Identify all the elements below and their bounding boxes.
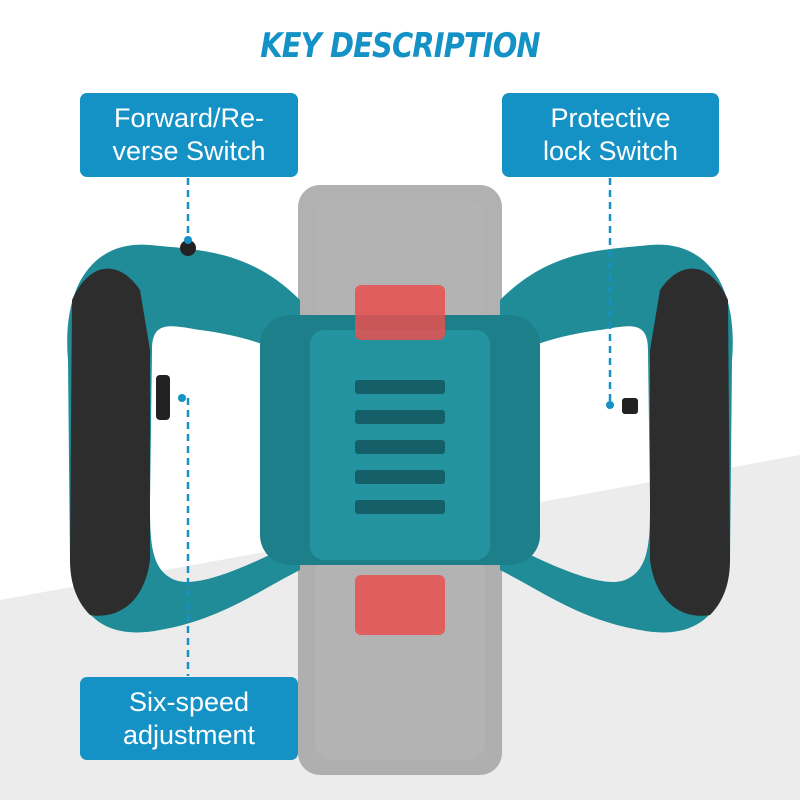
bottom-indicator	[355, 575, 445, 635]
left-grip	[70, 268, 150, 616]
callout-line: lock Switch	[542, 136, 679, 166]
callout-forward-reverse-switch: Forward/Re- verse Switch	[80, 93, 298, 177]
callout-six-speed-adjustment: Six-speed adjustment	[80, 677, 298, 760]
forward-reverse-switch	[180, 240, 196, 256]
page-title: KEY DESCRIPTION	[260, 26, 540, 66]
callout-line: adjustment	[122, 719, 256, 750]
callout-line: Forward/Re-	[113, 103, 265, 133]
speed-dial	[156, 375, 170, 420]
callout-line: Six-speed	[128, 686, 250, 717]
callout-protective-lock-switch: Protective lock Switch	[502, 93, 719, 177]
callout-line: Protective	[550, 103, 671, 133]
callout-line: verse Switch	[112, 136, 266, 166]
top-indicator	[355, 285, 445, 340]
lock-switch	[622, 398, 638, 414]
right-grip	[650, 268, 730, 616]
